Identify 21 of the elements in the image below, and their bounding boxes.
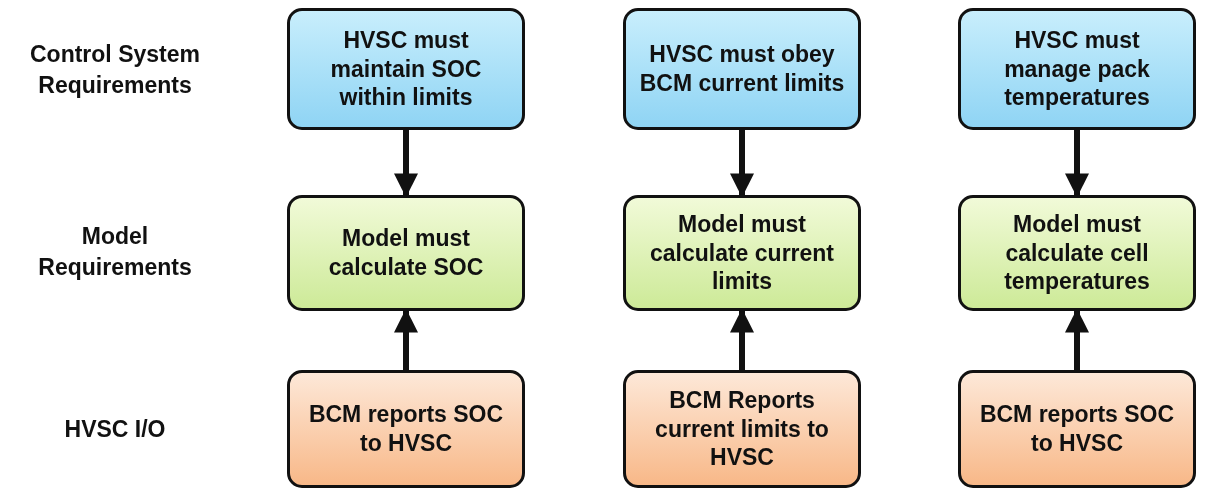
box-text: HVSC must maintain SOC within limits (329, 25, 483, 113)
process-box (623, 370, 861, 488)
box-text: Model must calculate current limits (648, 209, 836, 297)
process-box (287, 8, 525, 130)
process-box (623, 8, 861, 130)
box-text: BCM reports SOC to HVSC (978, 400, 1176, 458)
process-box (958, 8, 1196, 130)
box-text: Model must calculate SOC (327, 224, 485, 282)
row-label: Model Requirements (37, 221, 193, 282)
box-text: BCM Reports current limits to HVSC (654, 385, 830, 473)
box-text: Model must calculate cell temperatures (1003, 209, 1151, 297)
process-box (958, 370, 1196, 488)
box-text: HVSC must obey BCM current limits (638, 40, 846, 98)
process-box (287, 195, 525, 311)
box-text: BCM reports SOC to HVSC (307, 400, 505, 458)
process-box (958, 195, 1196, 311)
process-box (287, 370, 525, 488)
row-label: HVSC I/O (63, 415, 167, 445)
process-box (623, 195, 861, 311)
box-text: HVSC must manage pack temperatures (1003, 25, 1151, 113)
row-label: Control System Requirements (29, 39, 201, 100)
